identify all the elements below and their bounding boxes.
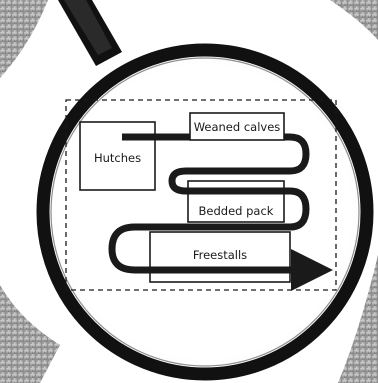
lens-ring xyxy=(36,43,374,381)
animal-flow-path xyxy=(108,133,333,291)
freestalls-label: Freestalls xyxy=(193,248,247,262)
weaned-calves-box: Weaned calves xyxy=(189,112,285,141)
hutches-box: Hutches xyxy=(79,121,156,191)
hutches-label: Hutches xyxy=(94,151,141,165)
bedded-pack-box: Bedded pack xyxy=(187,180,285,223)
weaned-calves-label: Weaned calves xyxy=(194,120,281,134)
bedded-pack-label: Bedded pack xyxy=(199,204,274,218)
facility-boundary xyxy=(65,99,337,291)
freestalls-box: Freestalls xyxy=(149,231,291,283)
magnifier-handle xyxy=(58,0,122,66)
